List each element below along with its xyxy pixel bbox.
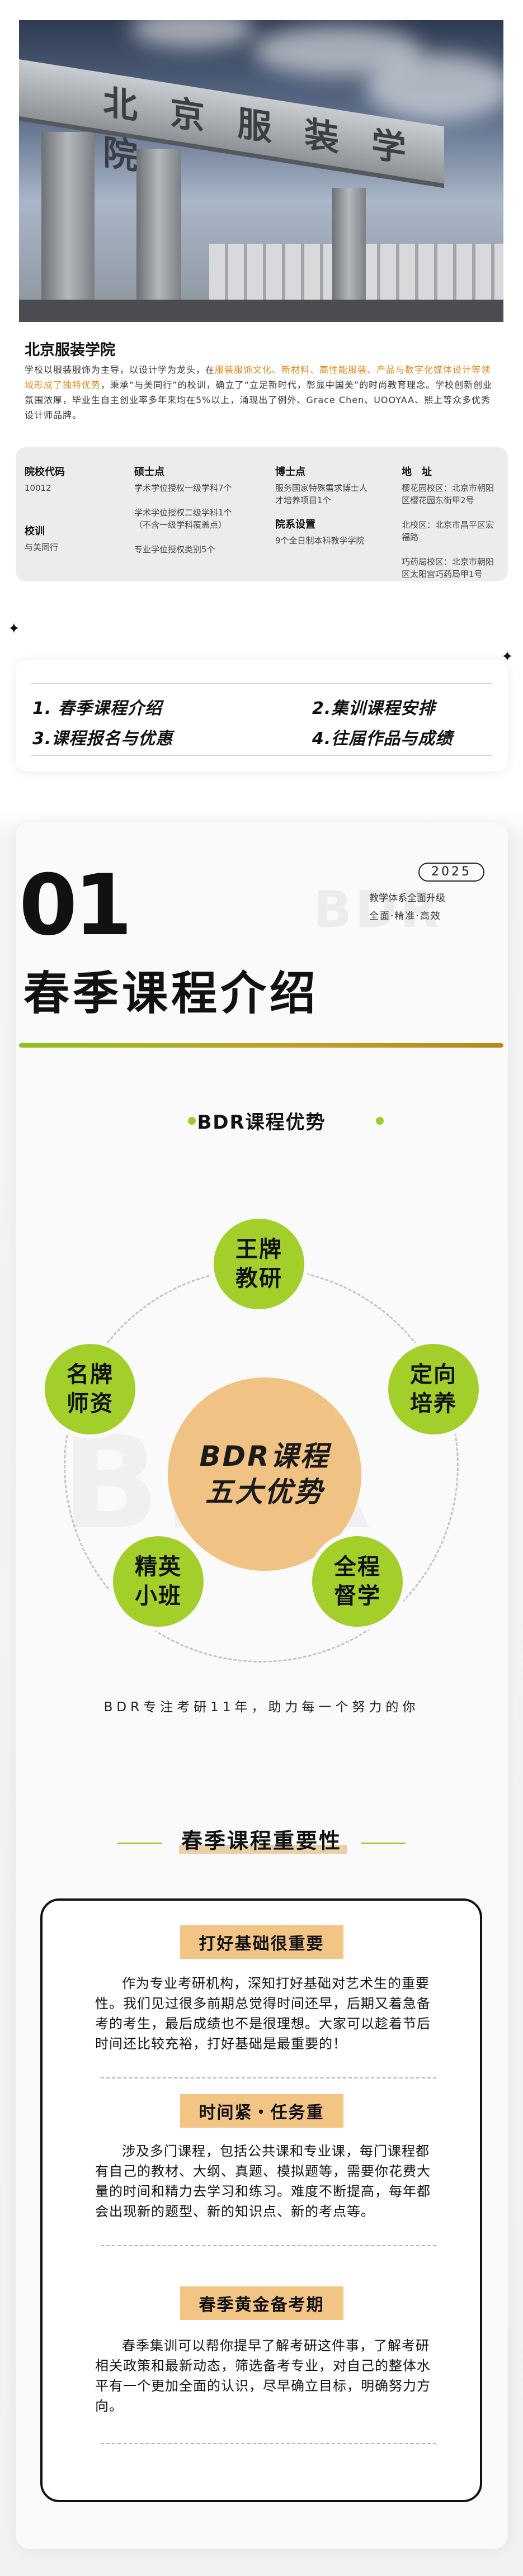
sparkle-icon: ✦ [501,648,513,665]
slogan: BDR专注考研11年，助力每一个努力的你 [103,1700,420,1715]
block-text: 春季集训可以帮你提早了解考研这件事，了解考研相关政策和最新动态，筛选备考专业，对… [95,2338,431,2414]
address-label: 地 址 [402,466,432,478]
master-item: 专业学位授权类别5个 [134,544,215,555]
advantage-node: 全程督学 [308,1532,407,1631]
block-title: 打好基础很重要 [0,1925,523,1959]
heading-underline [179,1845,347,1854]
dashed-divider [101,2443,436,2444]
toc-item[interactable]: 3.课程报名与优惠 [32,729,173,749]
bdr-watermark: BDR [313,880,442,939]
importance-box [40,1898,482,2502]
dashed-divider [101,2245,436,2246]
green-dash [117,1843,162,1844]
highlight-text: 服装服饰文化、新材料、高性能服装、产品与数字化媒体设计等领域形成了独特优势 [25,364,491,390]
core-line: 五大优势 [205,1476,324,1508]
toc-item[interactable]: 1. 春季课程介绍 [32,699,162,718]
dept-label: 院系设置 [275,519,315,531]
importance-heading: 春季课程重要性 [181,1829,342,1853]
address-item: 北校区：北京市昌平区宏福路 [402,520,494,542]
green-dot-icon [188,1117,196,1125]
dept-value: 9个全日制本科教学学院 [275,536,365,546]
university-info-card: 院校代码 10012 校训 与美同行 硕士点 学术学位授权一级学科7个 学术学位… [16,447,508,581]
section-number: 01 [19,857,133,954]
motto-value: 与美同行 [25,542,59,552]
university-description: 学校以服装服饰为主导，以设计学为龙头，在服装服饰文化、新材料、高性能服装、产品与… [25,364,493,420]
sparkle-icon: ✦ [8,621,20,637]
green-dot-icon [376,1117,384,1125]
table-of-contents: 1. 春季课程介绍 2.集训课程安排 3.课程报名与优惠 4.往届作品与成绩 [16,660,508,771]
code-label: 院校代码 [25,466,65,478]
motto-label: 校训 [25,525,45,537]
dashed-divider [101,2077,436,2078]
phd-value: 服务国家特殊需求博士人才培养项目1个 [275,483,368,505]
tagline: 全面·精准·高效 [369,911,441,922]
tagline: 教学体系全面升级 [369,893,445,904]
core-circle: BDR课程 五大优势 [168,1377,361,1571]
advantage-node: 精英小班 [109,1532,208,1631]
advantage-node: 定向培养 [384,1339,483,1439]
master-label: 硕士点 [134,466,164,478]
core-line: BDR课程 [199,1440,330,1472]
gradient-divider [19,1043,503,1048]
advantage-node: 名牌师资 [40,1339,140,1439]
address-item: 樱花园校区：北京市朝阳区樱花园东街甲2号 [402,483,494,505]
block-text: 涉及多门课程，包括公共课和专业课，每门课程都有自己的教材、大纲、真题、模拟题等，… [95,2143,431,2219]
master-item: 学术学位授权二级学科1个（不含一级学科覆盖点） [134,508,232,530]
address-item: 巧药局校区：北京市朝阳区太阳宫巧药局甲1号 [402,557,494,579]
green-dash [361,1843,406,1844]
block-title: 春季黄金备考期 [0,2286,523,2320]
section-title: 春季课程介绍 [23,967,319,1020]
toc-item[interactable]: 2.集训课程安排 [312,699,436,718]
block-title: 时间紧・任务重 [0,2094,523,2128]
code-value: 10012 [25,483,51,493]
phd-label: 博士点 [275,466,305,478]
university-name: 北京服装学院 [25,342,115,359]
advantage-node: 王牌教研 [209,1214,309,1314]
master-item: 学术学位授权一级学科7个 [134,483,232,493]
toc-item[interactable]: 4.往届作品与成绩 [312,729,453,749]
campus-gate-photo: 北京服装学院 [19,20,503,322]
advantages-heading: BDR课程优势 [197,1111,326,1134]
year-badge: 2025 [418,863,484,882]
block-text: 作为专业考研机构，深知打好基础对艺术生的重要性。我们见过很多前期总觉得时间还早，… [95,1976,431,2052]
